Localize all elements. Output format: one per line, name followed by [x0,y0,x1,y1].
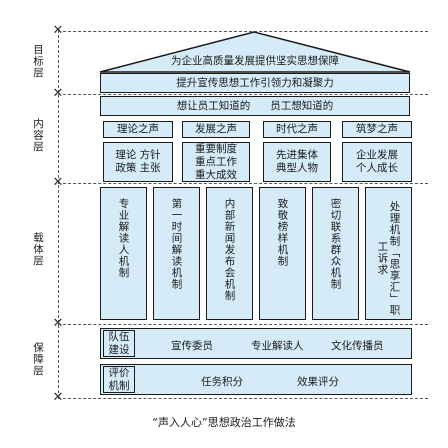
mechanism-6: 处理机制「思享汇」职工诉求 [365,187,412,320]
axis-cross-2: ✕ [52,175,64,190]
guarantee-label-team: 队伍 建设 [103,330,135,357]
voice-body-3: 先进集体 典型人物 [263,142,331,182]
layer-label-content: 内容层 [32,118,44,153]
layer-label-carrier: 载体层 [32,232,44,267]
axis-cross-top: ✕ [52,23,64,38]
voice-body-1: 理论 方针 政策 主张 [103,142,173,182]
goal-band: 提升宣传思想工作引领力和凝聚力 [100,73,410,93]
guarantee-item-score: 效果评分 [297,376,339,388]
axis-cross-3: ✕ [52,316,64,331]
axis-cross-1: ✕ [52,86,64,101]
voice-title-1: 理论之声 [103,121,173,138]
voice-body-4: 企业发展 个人成长 [342,142,412,182]
mechanism-4: 致敬榜样机制 [259,187,306,320]
guide-line-3 [58,324,428,325]
roof-text: 为企业高质量发展提供坚实思想保障 [171,55,339,67]
guide-line-2 [58,183,428,184]
guarantee-row-team: 队伍 建设 宣传委员 专业解读人 文化传播员 [100,328,412,359]
guarantee-label-evaluation: 评价 机制 [103,366,135,393]
guarantee-item-interpreter: 专业解读人 [251,340,304,352]
content-band-left: 想让员工知道的 [176,99,251,112]
guide-line-bottom [58,398,428,399]
mechanism-5: 密切联系群众机制 [312,187,359,320]
mechanism-1: 专业解读人机制 [100,187,147,320]
voice-title-3: 时代之声 [263,121,331,138]
voice-title-2: 发展之声 [182,121,250,138]
mechanism-2: 第一时间解读机制 [153,187,200,320]
content-band-right: 员工想知道的 [270,99,334,112]
roof-shape [99,31,411,73]
layer-axis [58,30,59,398]
guarantee-item-points: 任务积分 [201,376,243,388]
mechanism-3: 内部新闻发布会机制 [206,187,253,320]
voice-title-4: 筑梦之声 [342,121,412,138]
layer-label-goal: 目标层 [32,44,44,79]
layer-label-guarantee: 保障层 [32,342,44,377]
content-band: 想让员工知道的 员工想知道的 [100,96,410,116]
voice-body-2: 重要制度 重点工作 重大成效 [182,142,250,182]
guide-line-top [58,31,428,32]
guarantee-row-evaluation: 评价 机制 任务积分 效果评分 [100,364,412,395]
axis-cross-bottom: ✕ [52,390,64,405]
guarantee-item-culture: 文化传播员 [331,340,384,352]
figure-caption: “声入人心”思想政治工作做法 [152,416,296,429]
guarantee-item-propaganda: 宣传委员 [171,340,213,352]
guide-line-1 [58,94,428,95]
